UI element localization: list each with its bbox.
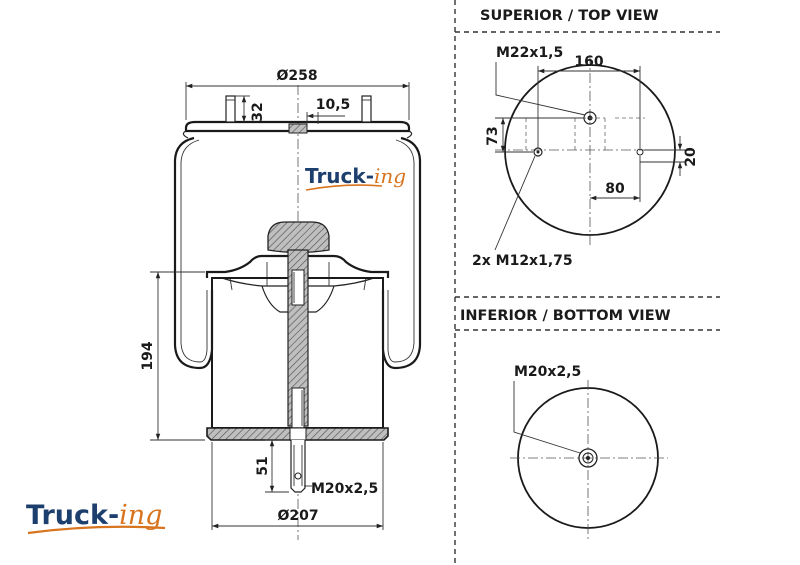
bellows-logo: Truck-ing: [305, 164, 406, 191]
dim-height: 194: [140, 341, 156, 370]
dim-offset: 10,5: [316, 97, 351, 113]
top-spacing: 160: [574, 54, 603, 70]
top-view-title: SUPERIOR / TOP VIEW: [480, 8, 659, 24]
top-plate: [184, 120, 411, 133]
dim-bottom-diameter: Ø207: [277, 508, 318, 524]
bottom-thread: M20x2,5: [514, 364, 581, 380]
top-view: M22x1,5 160 73 20 80 2x M12x1,75: [472, 45, 699, 269]
bottom-stud: [290, 440, 306, 493]
dim-bottom-height: 51: [255, 456, 271, 475]
svg-text:Truck-ing: Truck-ing: [305, 164, 406, 188]
view-separators: [454, 0, 720, 565]
top-offset-y: 73: [485, 126, 501, 145]
top-offset-x: 80: [605, 181, 625, 197]
bottom-view-title: INFERIOR / BOTTOM VIEW: [460, 308, 671, 324]
top-main-thread: M22x1,5: [496, 45, 563, 61]
bellows-logo-suffix: ing: [374, 164, 406, 188]
dim-bottom-thread: M20x2,5: [311, 481, 378, 497]
dim-top-diameter: Ø258: [276, 68, 317, 84]
svg-text:Truck-ing: Truck-ing: [26, 500, 162, 531]
bumper: [267, 221, 330, 254]
top-small-offset: 20: [683, 147, 699, 167]
dim-stud-height: 32: [250, 102, 266, 121]
bellows-logo-word: Truck-: [305, 164, 374, 188]
side-view: Ø258 32 10,5 194 51 M20x2,5 Ø207 Truck-i…: [140, 68, 422, 540]
bottom-view: M20x2,5: [510, 364, 668, 540]
bellows: [173, 136, 214, 370]
top-stud-thread: 2x M12x1,75: [472, 253, 573, 269]
brand-logo: Truck-ing: [26, 500, 166, 535]
top-studs: [225, 95, 372, 134]
brand-logo-word: Truck-: [26, 500, 119, 531]
